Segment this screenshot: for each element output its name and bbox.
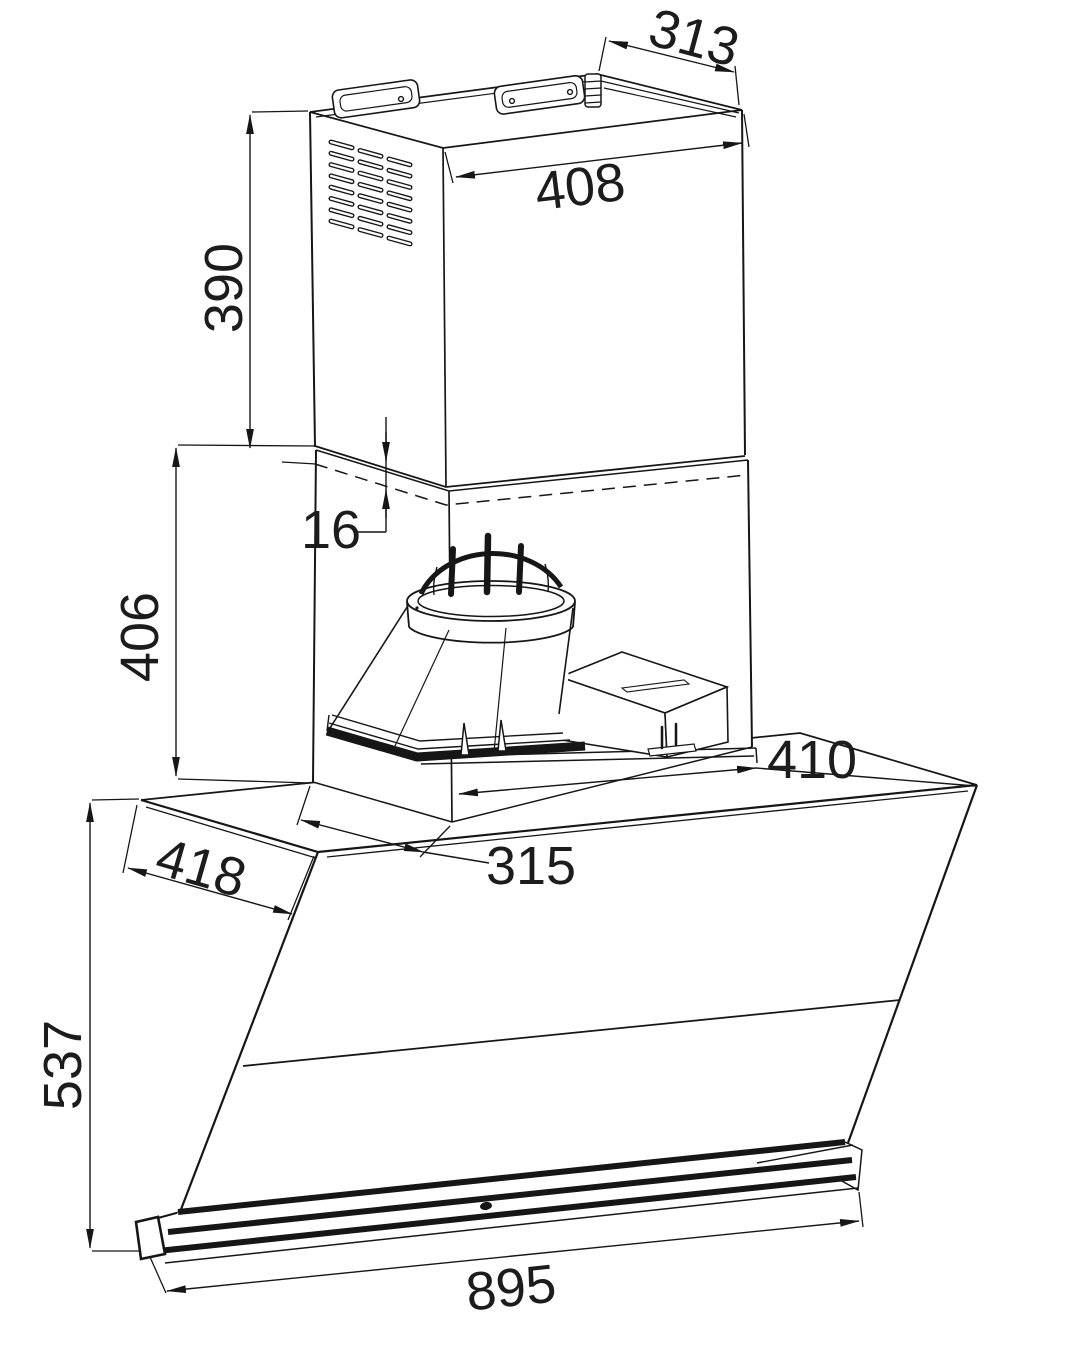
fixing-pin xyxy=(497,719,507,752)
hidden-overlap-dashed-line xyxy=(314,463,748,506)
foam-gasket-strip xyxy=(325,726,586,762)
dome-slat xyxy=(448,546,456,597)
dimension-390: 390 xyxy=(194,110,309,449)
dim-label-chimney-top-width: 408 xyxy=(532,152,629,223)
dimension-408: 408 xyxy=(444,113,750,223)
dim-label-chimney-top-depth: 313 xyxy=(643,0,746,79)
dimension-895: 895 xyxy=(149,1191,864,1323)
vent-grille xyxy=(328,139,413,247)
dim-label-chimney-overlap: 16 xyxy=(301,500,361,560)
dimension-315: 315 xyxy=(296,785,576,896)
mounting-bracket-middle xyxy=(493,74,586,115)
dome-slat xyxy=(483,532,492,596)
dimension-406: 406 xyxy=(110,447,312,784)
chimney-upper-section xyxy=(309,73,746,488)
electrical-junction-box xyxy=(557,651,730,759)
fixing-pin xyxy=(460,722,470,756)
mounting-bracket-left xyxy=(331,79,421,119)
mounting-clip xyxy=(584,73,602,108)
dim-label-canopy-top-depth: 418 xyxy=(149,827,252,910)
telescopic-joint-edge xyxy=(314,445,746,488)
dimension-16: 16 xyxy=(177,417,390,560)
dim-label-chimney-upper-height: 390 xyxy=(194,243,254,333)
dome-slat xyxy=(516,543,524,595)
glass-division-line xyxy=(242,999,901,1067)
trim-center-stud xyxy=(480,1201,492,1211)
dim-label-chimney-base-depth: 315 xyxy=(486,836,576,896)
dim-label-canopy-height: 537 xyxy=(33,1020,93,1110)
dim-label-canopy-width: 895 xyxy=(463,1253,559,1322)
trim-left-end-cap xyxy=(134,1215,167,1261)
dim-label-chimney-lower-height: 406 xyxy=(110,592,170,682)
dim-label-chimney-base-width: 410 xyxy=(767,730,857,790)
dimension-537: 537 xyxy=(33,798,140,1252)
dimension-410: 410 xyxy=(458,730,976,797)
duct-adapter xyxy=(325,532,586,762)
outlet-collar xyxy=(406,580,576,622)
